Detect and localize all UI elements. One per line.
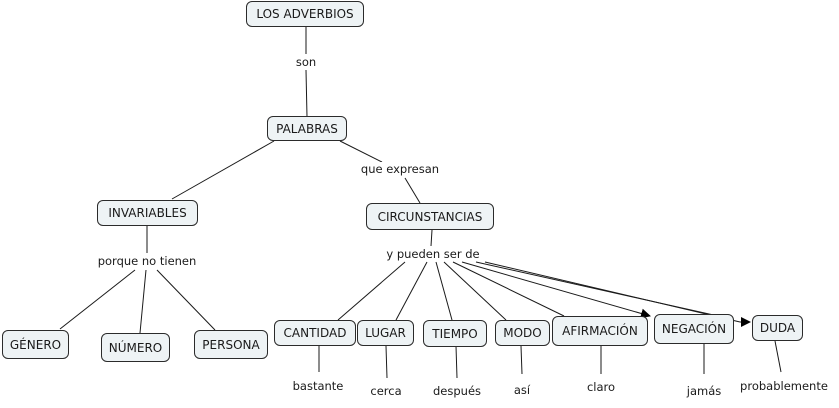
linking-phrase-porque-no-tienen: porque no tienen <box>96 254 198 268</box>
concept-persona[interactable]: PERSONA <box>194 330 268 359</box>
link-circunstancias-ypueden <box>430 229 433 247</box>
link-modo-asi <box>520 345 523 375</box>
linking-phrase-son: son <box>294 55 318 69</box>
link-ypueden-duda-2 <box>484 261 741 323</box>
link-palabras-invariables <box>171 140 275 200</box>
concept-palabras[interactable]: PALABRAS <box>267 116 347 141</box>
link-ypueden-lugar <box>395 261 428 321</box>
link-porque-numero <box>139 269 147 334</box>
link-tiempo-despues <box>455 345 458 379</box>
link-queexpresan-circunstancias <box>404 177 421 204</box>
concept-genero[interactable]: GÉNERO <box>2 330 69 359</box>
link-ypueden-modo <box>443 261 507 321</box>
link-porque-genero <box>59 269 136 330</box>
example-bastante: bastante <box>291 379 345 393</box>
concept-negacion[interactable]: NEGACIÓN <box>654 314 734 344</box>
link-son-palabras <box>305 69 308 118</box>
concept-cantidad[interactable]: CANTIDAD <box>274 320 356 346</box>
link-ypueden-cantidad <box>337 261 406 321</box>
concept-invariables[interactable]: INVARIABLES <box>97 200 198 226</box>
concept-lugar[interactable]: LUGAR <box>357 320 414 346</box>
link-porque-persona <box>156 269 216 331</box>
link-ypueden-tiempo <box>435 261 453 321</box>
example-cerca: cerca <box>369 384 403 398</box>
linking-phrase-que-expresan: que expresan <box>359 162 441 176</box>
link-ypueden-afirmacion <box>452 261 565 317</box>
link-palabras-queexpresan <box>339 140 383 163</box>
link-lugar-cerca <box>385 345 388 379</box>
example-despues: después <box>431 384 483 398</box>
link-ypueden-negacion <box>461 261 651 319</box>
concept-duda[interactable]: DUDA <box>752 315 803 341</box>
concept-tiempo[interactable]: TIEMPO <box>423 320 487 347</box>
example-jamas: jamás <box>685 384 723 398</box>
concept-numero[interactable]: NÚMERO <box>101 333 170 362</box>
concept-los-adverbios[interactable]: LOS ADVERBIOS <box>246 1 364 27</box>
linking-phrase-y-pueden-ser-de: y pueden ser de <box>385 247 481 261</box>
concept-circunstancias[interactable]: CIRCUNSTANCIAS <box>366 203 494 230</box>
concept-afirmacion[interactable]: AFIRMACIÓN <box>552 316 648 346</box>
link-duda-probablemente <box>774 340 782 373</box>
example-probablemente: probablemente <box>739 379 829 393</box>
example-claro: claro <box>585 380 617 394</box>
concept-modo[interactable]: MODO <box>495 320 550 346</box>
example-asi: así <box>512 383 532 397</box>
